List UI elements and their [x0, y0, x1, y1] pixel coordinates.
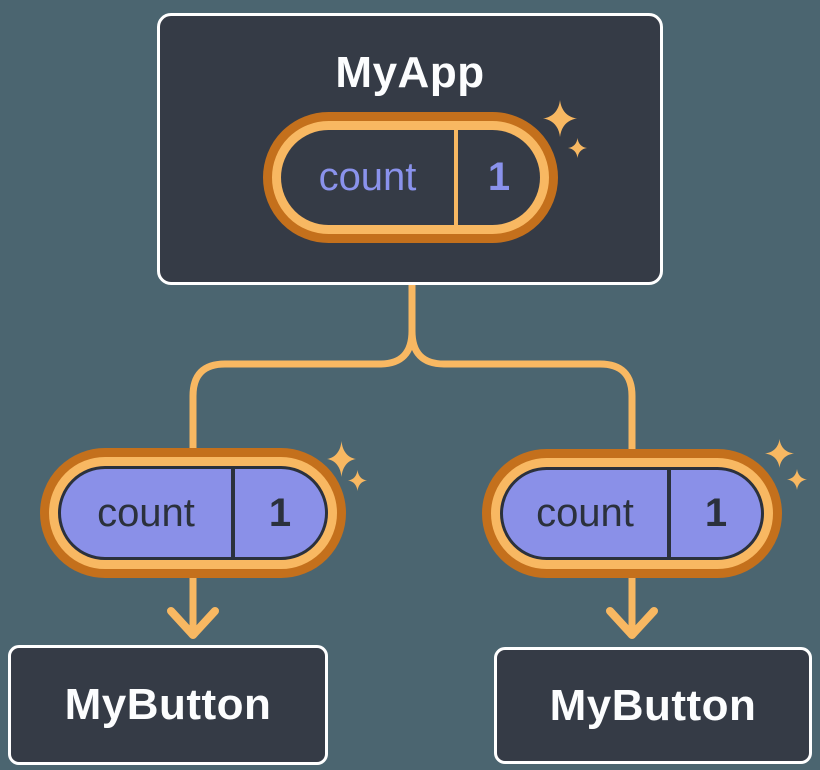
- state-name: count: [536, 491, 634, 535]
- component-title: MyButton: [64, 680, 272, 729]
- sparkle-icon: [348, 470, 367, 491]
- sparkle-icon: [765, 439, 794, 468]
- sparkle-icon: [327, 441, 356, 477]
- state-name: count: [318, 155, 417, 199]
- arrow-down-icon: [606, 607, 658, 639]
- state-value: 1: [704, 491, 728, 535]
- state-value: 1: [487, 155, 511, 199]
- component-node-mybutton-right: MyButton: [494, 647, 812, 764]
- component-node-mybutton-left: MyButton: [8, 645, 328, 765]
- sparkle-icon: [568, 138, 587, 158]
- state-value: 1: [268, 490, 292, 535]
- sparkle-icon: [787, 469, 807, 490]
- pill-divider: [231, 469, 235, 557]
- pill-divider: [667, 470, 671, 557]
- component-title: MyButton: [549, 680, 757, 730]
- arrow-down-icon: [167, 607, 219, 639]
- component-node-myapp: MyApp count 1: [157, 13, 663, 285]
- state-pill: count 1: [263, 112, 558, 243]
- state-pill: count 1: [40, 448, 346, 578]
- connector-branch-right: [408, 284, 636, 630]
- pill-divider: [454, 130, 458, 225]
- state-pill: count 1: [482, 449, 782, 578]
- sparkle-icon: [543, 100, 577, 137]
- component-title: MyApp: [335, 48, 485, 97]
- state-name: count: [97, 490, 195, 535]
